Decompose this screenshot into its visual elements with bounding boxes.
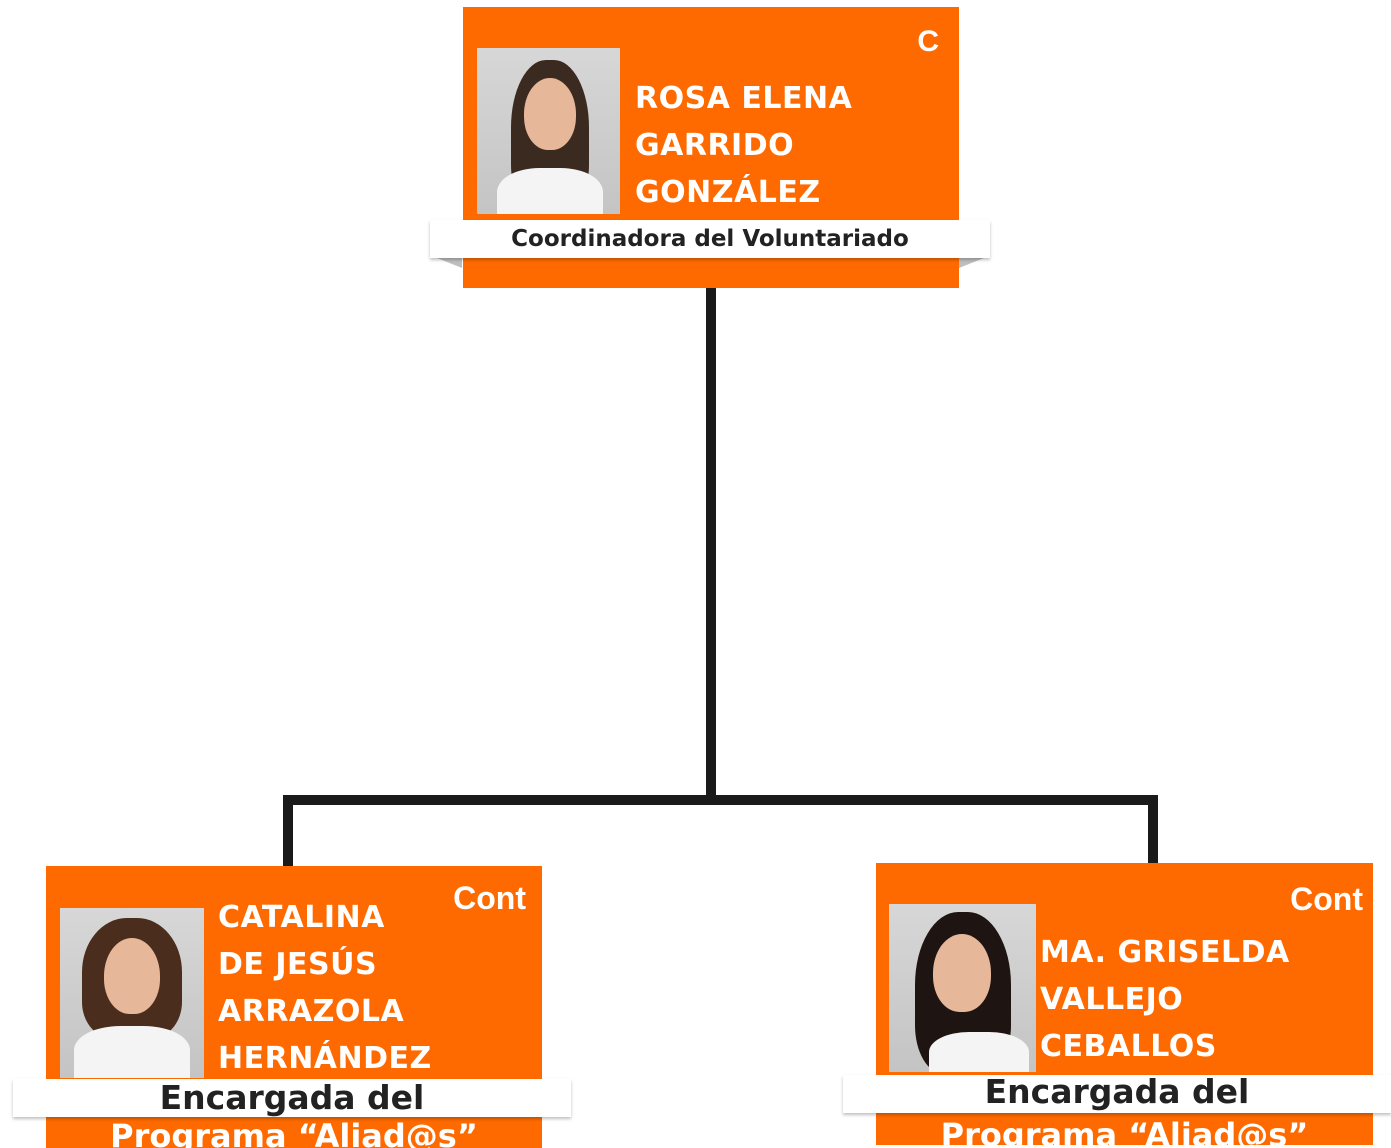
role-label: Encargada del [159, 1078, 425, 1117]
card-badge: C [917, 25, 939, 58]
role-label: Encargada del [984, 1072, 1250, 1111]
role-label-line2: Programa “Aliad@s” [110, 1117, 478, 1148]
connector-right-drop [1148, 795, 1158, 865]
person-name: MA. GRISELDA VALLEJO CEBALLOS [1040, 935, 1290, 1064]
person-name: CATALINA DE JESÚS ARRAZOLA HERNÁNDEZ [218, 900, 432, 1076]
role-ribbon: Encargada del [843, 1075, 1391, 1113]
profile-photo [60, 908, 204, 1078]
role-ribbon: Coordinadora del Voluntariado [430, 220, 990, 258]
person-name: ROSA ELENA GARRIDO GONZÁLEZ [635, 81, 853, 210]
role-ribbon: Encargada del [13, 1079, 571, 1117]
role-label-line2: Programa “Aliad@s” [940, 1116, 1309, 1145]
connector-left-drop [283, 795, 293, 867]
card-badge: Cont [1290, 881, 1363, 917]
role-label: Coordinadora del Voluntariado [511, 226, 909, 252]
connector-vertical-top [706, 288, 716, 800]
card-badge: Cont [453, 880, 526, 916]
profile-photo [477, 48, 620, 214]
connector-horizontal [283, 795, 1158, 805]
profile-photo [889, 904, 1036, 1072]
